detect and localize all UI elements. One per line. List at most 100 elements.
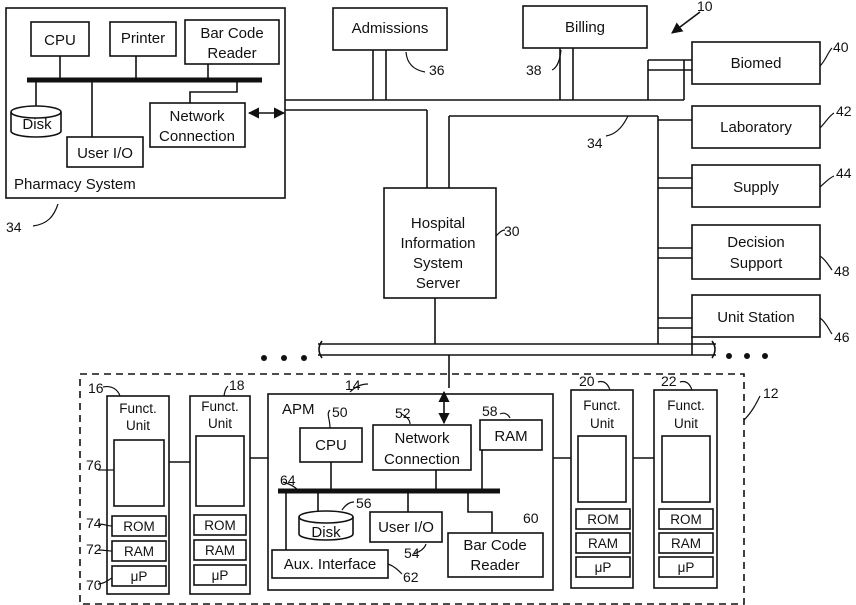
apm-barcode-ref: 60 <box>523 510 539 526</box>
system-ref: 10 <box>697 0 713 14</box>
bedside-system: 12 Funct. Unit ROM RAM μP 16 76 74 72 70 <box>80 373 779 604</box>
apm-network-label-2: Connection <box>384 451 460 468</box>
apm-aux-ref: 62 <box>403 569 419 585</box>
network-ref-34: 34 <box>587 116 628 151</box>
bedside-ref-leader <box>744 396 760 420</box>
funct-unit-20-up: μP <box>595 560 612 575</box>
funct-unit-22-ref: 22 <box>661 373 677 389</box>
apm-barcode-label-2: Reader <box>470 557 519 574</box>
funct-unit-22-rom: ROM <box>670 512 702 527</box>
unit-station-ref: 46 <box>834 329 850 345</box>
apm-label: APM <box>282 401 315 418</box>
ram-ref: 72 <box>86 541 102 557</box>
laboratory: Laboratory 42 <box>692 103 852 148</box>
apm-aux-label: Aux. Interface <box>284 556 377 573</box>
pharmacy-cpu-label: CPU <box>44 32 76 49</box>
laboratory-ref: 42 <box>836 103 852 119</box>
apm-ref: 14 <box>345 377 361 393</box>
admissions-ref: 36 <box>429 62 445 78</box>
funct-unit-22-label-2: Unit <box>674 416 698 431</box>
funct-unit-20-display <box>578 436 626 502</box>
funct-unit-16-ref-leader <box>103 387 120 396</box>
up-ref: 70 <box>86 577 102 593</box>
funct-unit-18: Funct. Unit ROM RAM μP 18 <box>190 377 250 594</box>
billing: Billing 38 <box>523 6 647 78</box>
funct-unit-22-display <box>662 436 710 502</box>
unit-station-ref-leader <box>820 318 832 334</box>
his-server-label-4: Server <box>416 275 460 292</box>
funct-unit-20: Funct. Unit ROM RAM μP 20 <box>571 373 633 588</box>
his-server-label-1: Hospital <box>411 215 465 232</box>
funct-unit-16: Funct. Unit ROM RAM μP 16 <box>88 380 169 594</box>
ellipsis-right <box>726 353 768 359</box>
decision-support-label-2: Support <box>730 255 783 272</box>
apm-disk-label: Disk <box>311 524 341 541</box>
decision-support-ref: 48 <box>834 263 850 279</box>
funct-unit-18-ref: 18 <box>229 377 245 393</box>
biomed-ref: 40 <box>833 39 849 55</box>
funct-unit-16-rom: ROM <box>123 519 155 534</box>
supply: Supply 44 <box>692 165 852 207</box>
decision-support: Decision Support 48 <box>692 225 850 279</box>
pharmacy-network-label-2: Connection <box>159 128 235 145</box>
billing-label: Billing <box>565 19 605 36</box>
display-ref: 76 <box>86 457 102 473</box>
billing-ref: 38 <box>526 62 542 78</box>
bedside-ref: 12 <box>763 385 779 401</box>
funct-unit-18-label-2: Unit <box>208 416 232 431</box>
funct-unit-16-label-1: Funct. <box>119 401 157 416</box>
biomed: Biomed 40 <box>692 39 849 84</box>
decision-support-ref-leader <box>820 256 832 270</box>
his-server: Hospital Information System Server 30 <box>384 188 520 298</box>
ellipsis-left <box>261 355 307 361</box>
funct-unit-18-ram: RAM <box>205 543 235 558</box>
system-ref-arrow <box>672 12 700 33</box>
apm-ram-ref: 58 <box>482 403 498 419</box>
network-ref-leader <box>606 116 628 136</box>
pharmacy-network-label-1: Network <box>169 108 225 125</box>
pharmacy-disk-label: Disk <box>22 116 52 133</box>
supply-ref: 44 <box>836 165 852 181</box>
funct-unit-16-label-2: Unit <box>126 418 150 433</box>
apm-userio-ref: 54 <box>404 545 420 561</box>
funct-unit-22-ref-leader <box>680 381 692 390</box>
apm-cpu-label: CPU <box>315 437 347 454</box>
biomed-ref-leader <box>820 48 832 66</box>
funct-unit-20-ref-leader <box>598 381 610 390</box>
funct-unit-20-ram: RAM <box>588 536 618 551</box>
pharmacy-barcode-label-2: Reader <box>207 45 256 62</box>
laboratory-label: Laboratory <box>720 119 792 136</box>
funct-unit-20-label-1: Funct. <box>583 398 621 413</box>
apm-barcode-label-1: Bar Code <box>463 537 526 554</box>
apm: APM 14 CPU 50 Network Connection 52 RAM … <box>268 377 553 590</box>
funct-unit-22-up: μP <box>678 560 695 575</box>
pharmacy-system-label: Pharmacy System <box>14 176 136 193</box>
pharmacy-system: CPU Printer Bar Code Reader Disk User I/… <box>6 8 285 235</box>
system-ref-10: 10 <box>672 0 713 33</box>
biomed-label: Biomed <box>731 55 782 72</box>
apm-network-ref: 52 <box>395 405 411 421</box>
funct-unit-18-rom: ROM <box>204 518 236 533</box>
apm-network-label-1: Network <box>394 430 450 447</box>
rom-ref: 74 <box>86 515 102 531</box>
pharmacy-userio-label: User I/O <box>77 145 133 162</box>
hospital-network-lines <box>285 48 716 388</box>
funct-unit-18-ref-leader <box>224 386 228 396</box>
unit-station: Unit Station 46 <box>692 295 850 345</box>
funct-unit-16-ref: 16 <box>88 380 104 396</box>
funct-unit-22: Funct. Unit ROM RAM μP 22 <box>654 373 717 588</box>
laboratory-ref-leader <box>820 113 834 128</box>
funct-unit-22-ram: RAM <box>671 536 701 551</box>
unit-station-label: Unit Station <box>717 309 795 326</box>
network-ref: 34 <box>587 135 603 151</box>
funct-unit-20-label-2: Unit <box>590 416 614 431</box>
admissions-label: Admissions <box>352 20 429 37</box>
apm-userio-label: User I/O <box>378 519 434 536</box>
pharmacy-ref-leader <box>33 204 58 226</box>
funct-unit-22-label-1: Funct. <box>667 398 705 413</box>
apm-ram-label: RAM <box>494 428 527 445</box>
admissions-ref-leader <box>406 52 425 72</box>
apm-bus-ref: 64 <box>280 472 296 488</box>
pharmacy-barcode-label-1: Bar Code <box>200 25 263 42</box>
